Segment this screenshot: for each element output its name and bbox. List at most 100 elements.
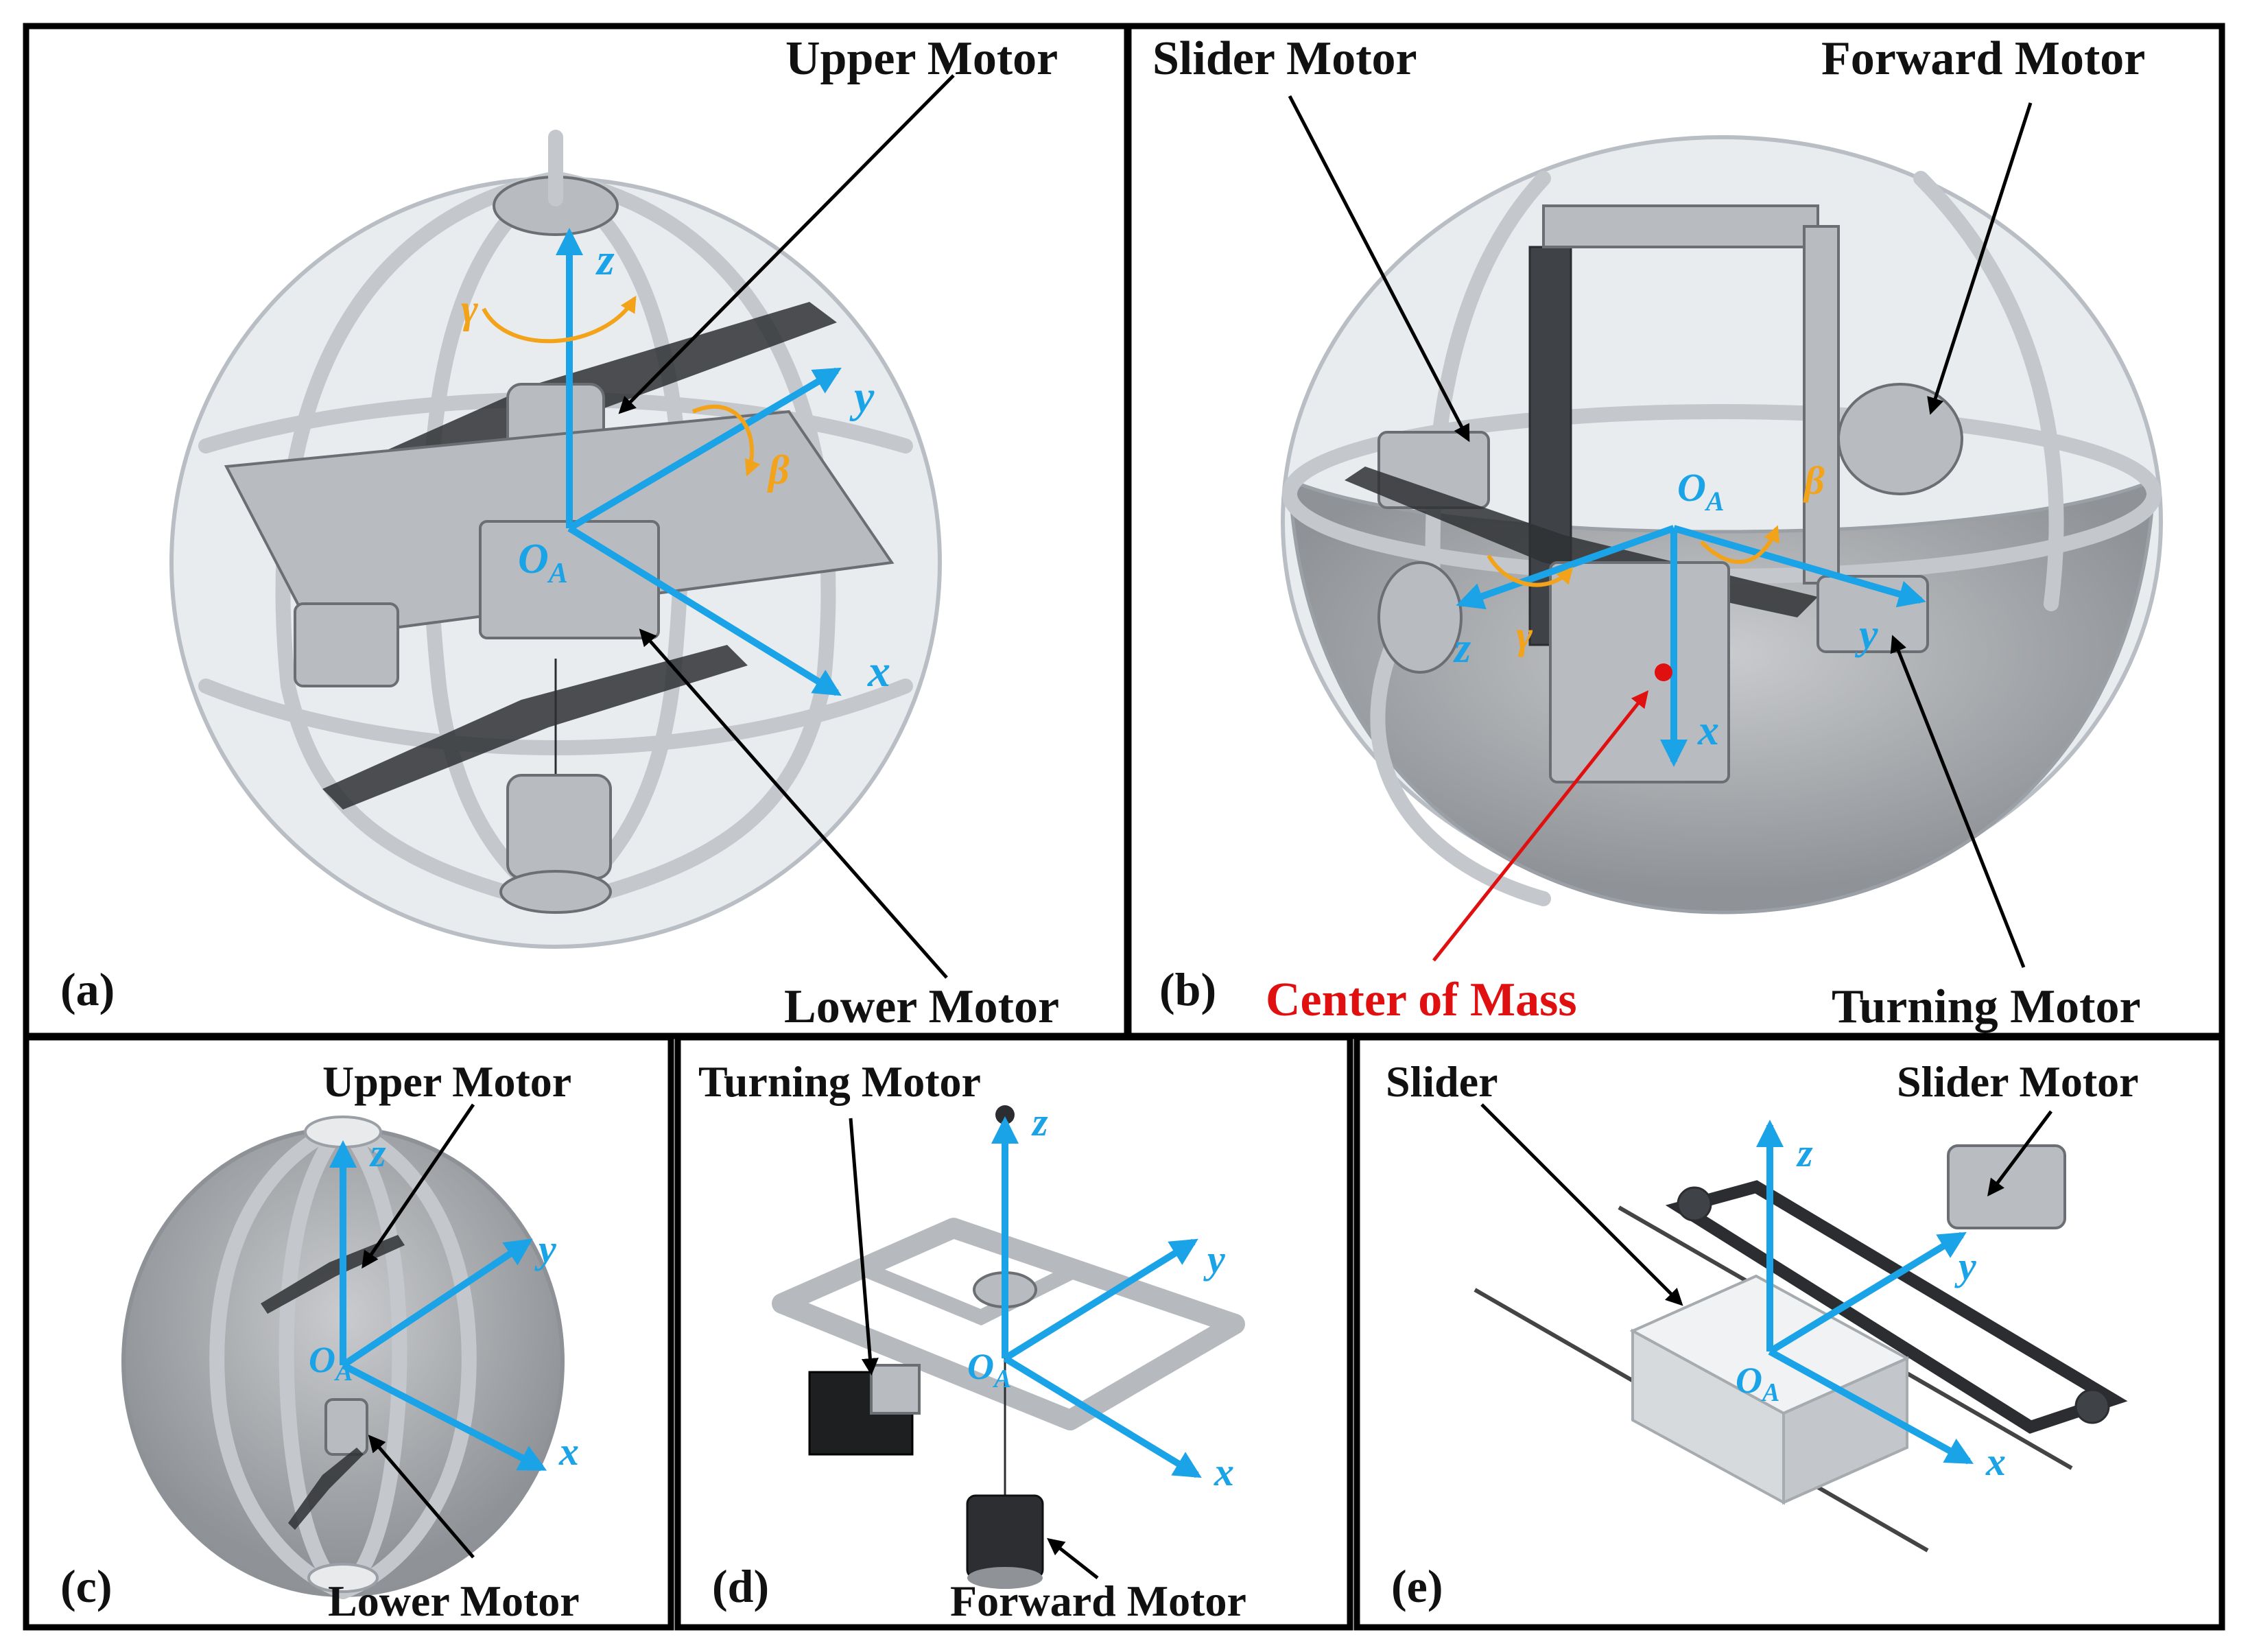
panel-c-lower-motor-body <box>324 1398 368 1456</box>
panel-e: z y x OA Slider Slider Motor (e) <box>1386 1057 2139 1612</box>
panel-a-side-motor <box>294 602 399 687</box>
panel-e-slider-motor-body <box>1947 1144 2066 1229</box>
panel-d-forward-motor-leader <box>1047 1537 1099 1579</box>
panel-d-axis-z-label: z <box>1031 1100 1048 1144</box>
panel-b-slider-motor-label: Slider Motor <box>1152 32 1417 85</box>
panel-b-axis-z <box>1456 525 1675 610</box>
panel-a-slider-block <box>479 520 660 639</box>
panel-e-axis-y-label: y <box>1954 1244 1976 1288</box>
panel-d-axis-x-label: x <box>1214 1450 1234 1494</box>
panel-d-axis-x <box>1003 1355 1202 1478</box>
panel-e-slider-label: Slider <box>1386 1057 1498 1106</box>
panel-d-forward-motor-cap <box>967 1567 1043 1589</box>
panel-d-tag: (d) <box>712 1560 769 1612</box>
panel-a-rib <box>548 171 836 913</box>
panel-c-rib <box>335 1118 477 1599</box>
panel-e-border <box>1353 1034 2225 1631</box>
panel-d-forward-motor-body <box>966 1494 1044 1579</box>
panel-e-origin-label: OA <box>1736 1360 1779 1407</box>
panel-d-border <box>674 1034 1353 1631</box>
panel-c-top-hub <box>304 1116 382 1148</box>
panel-e-pulley <box>2074 1389 2110 1424</box>
panel-c-rib <box>279 1118 351 1599</box>
panel-b-center-of-mass-dot <box>1655 663 1672 681</box>
panel-b-axis-x-label: x <box>1697 707 1719 754</box>
panel-b-center-of-mass-label: Center of Mass <box>1266 974 1577 1026</box>
panel-d-frame-inner <box>845 1220 1097 1326</box>
panel-e-axis-x-label: x <box>1985 1439 2006 1484</box>
panel-a-bottom-hub <box>499 870 612 914</box>
panel-a-axis-y-label: y <box>849 372 875 422</box>
panel-d-forward-motor-label: Forward Motor <box>950 1577 1246 1625</box>
panel-a-axis-y <box>567 367 842 532</box>
panel-e-slider-leader <box>1480 1103 1683 1306</box>
panel-a: z y x OA γ β Upper Motor Lower Motor (a) <box>60 32 1059 1033</box>
panel-a-lower-propeller <box>322 645 748 810</box>
panel-b-turning-motor-leader <box>1890 635 2026 968</box>
panel-a-gamma-label: γ <box>461 286 478 331</box>
panel-a-origin-label: OA <box>518 536 568 589</box>
panel-b-rib <box>1370 596 1551 906</box>
panel-a-axis-x <box>567 525 842 696</box>
panel-c-origin-label: OA <box>309 1339 353 1386</box>
panel-e-slider-motor-leader <box>1987 1110 2052 1196</box>
panel-b-forward-motor-leader <box>1927 102 2033 415</box>
panel-d-axis-y-label: y <box>1203 1237 1225 1282</box>
panel-c-rib <box>209 1118 351 1599</box>
panel-a-lower-motor-leader <box>639 628 948 979</box>
panel-c-lower-propeller <box>288 1448 364 1530</box>
panel-b-center-of-mass-leader <box>1432 690 1649 962</box>
panel-d-turning-motor-label: Turning Motor <box>698 1057 981 1106</box>
panel-d: z y x OA Turning Motor Forward Motor (d) <box>698 1057 1246 1625</box>
panel-c-axis-x-label: x <box>558 1429 579 1474</box>
panel-b: x z y OA γ β Center of Mass Slider Motor… <box>1152 32 2163 1033</box>
panel-c-axis-x <box>341 1362 547 1472</box>
panel-a-rib <box>275 171 563 913</box>
panel-e-axis-x <box>1768 1348 1974 1465</box>
panel-a-lower-motor-body <box>506 774 612 880</box>
panel-b-rib <box>1913 171 2064 611</box>
panel-b-origin-label: OA <box>1677 465 1725 517</box>
panel-e-slider-right <box>1782 1356 1908 1505</box>
panel-e-axis-z-label: z <box>1796 1131 1813 1175</box>
panel-c-axis-y <box>341 1238 533 1369</box>
panel-c-bottom-hub <box>307 1563 379 1593</box>
panel-c-lower-motor-leader <box>368 1435 475 1559</box>
panel-c-border <box>23 1034 674 1631</box>
panel-b-rib <box>1425 171 1551 611</box>
panel-e-belt <box>1665 1180 2128 1434</box>
panel-c-lower-motor-label: Lower Motor <box>328 1577 580 1625</box>
panel-d-turning-motor-leader <box>849 1118 879 1376</box>
panel-c-rib <box>335 1118 407 1599</box>
panel-a-tag: (a) <box>60 963 115 1015</box>
panel-b-slider-motor-leader <box>1288 95 1470 442</box>
panel-e-tag: (e) <box>1391 1560 1443 1612</box>
panel-e-pulley <box>1677 1186 1712 1222</box>
panel-c-upper-motor-leader <box>362 1103 475 1269</box>
panel-b-side-hub <box>1377 561 1463 674</box>
panel-b-gamma-arc <box>1487 554 1574 587</box>
panel-a-beta-arc <box>691 405 761 477</box>
panel-c-axis-z-label: z <box>369 1131 386 1175</box>
panel-b-turning-motor-label: Turning Motor <box>1832 980 2141 1033</box>
panel-d-shaft-tip <box>995 1105 1015 1124</box>
panel-b-beta-arc <box>1699 525 1779 564</box>
panel-b-axis-y <box>1672 525 1926 608</box>
panel-a-gamma-arc <box>482 295 637 344</box>
panel-d-turning-motor-bracket <box>870 1364 921 1415</box>
panel-a-axis-z-label: z <box>595 235 615 285</box>
panel-b-tag: (b) <box>1159 963 1216 1015</box>
panel-e-axis-y <box>1768 1231 1967 1355</box>
panel-b-forward-motor-body <box>1837 383 1963 495</box>
panel-c-upper-motor-label: Upper Motor <box>322 1057 571 1106</box>
panel-b-vertical-frame-top <box>1542 204 1819 248</box>
panel-d-origin-label: OA <box>967 1346 1011 1393</box>
panel-a-axis-x-label: x <box>867 646 890 696</box>
panel-c-axis-y-label: y <box>534 1227 556 1271</box>
panel-b-forward-motor-label: Forward Motor <box>1821 32 2145 85</box>
panel-a-beta-label: β <box>767 447 790 493</box>
panel-b-center-block <box>1549 561 1730 783</box>
panel-a-upper-motor-leader <box>618 74 955 414</box>
panel-b-gamma-label: γ <box>1516 613 1533 657</box>
